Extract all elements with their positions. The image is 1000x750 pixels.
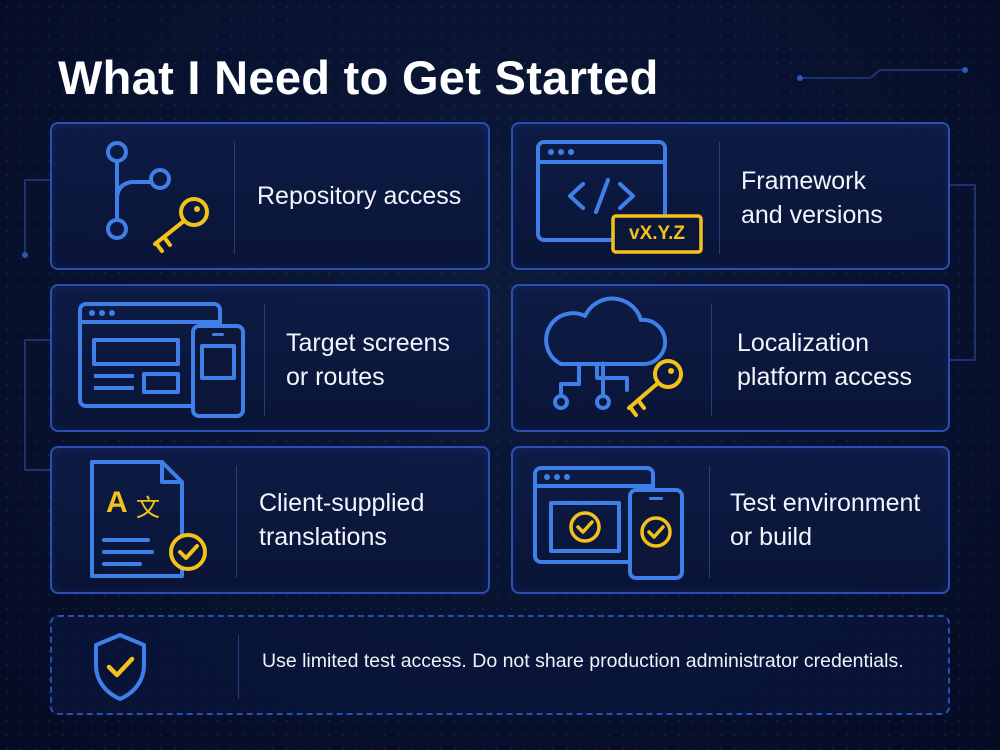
branch-key-icon [106,141,209,253]
shield-check-icon [94,633,146,701]
notice-divider [238,635,239,699]
card-framework-versions: vX.Y.Z Framework and versions [511,122,950,270]
card-localization-platform: Localization platform access [511,284,950,432]
card-label: Client-supplied translations [259,489,425,551]
card-divider [234,142,235,254]
test-devices-icon [533,466,684,580]
security-notice: Use limited test access. Do not share pr… [50,615,950,715]
card-divider [711,304,712,416]
version-badge: vX.Y.Z [629,223,685,244]
letter-a-glyph: A [106,486,128,519]
card-label: Target screens or routes [286,329,450,391]
card-divider [719,142,720,254]
card-label: Localization platform access [737,329,913,391]
card-repository-access: Repository access [50,122,490,270]
notice-text: Use limited test access. Do not share pr… [262,650,904,672]
translation-document-icon [90,460,207,578]
card-label: Test environment or build [730,489,921,551]
chinese-glyph: 文 [136,494,160,522]
card-target-screens: Target screens or routes [50,284,490,432]
card-label: Framework and versions [741,167,883,229]
cloud-key-icon [544,296,683,417]
card-client-translations: A 文 Client-supplied translations [50,446,490,594]
card-divider [264,304,265,416]
card-label: Repository access [257,182,462,210]
card-divider [709,466,710,578]
screens-icon [78,302,245,418]
card-divider [236,466,237,578]
page-title: What I Need to Get Started [58,51,659,104]
code-window-icon [536,140,703,254]
card-test-environment: Test environment or build [511,446,950,594]
